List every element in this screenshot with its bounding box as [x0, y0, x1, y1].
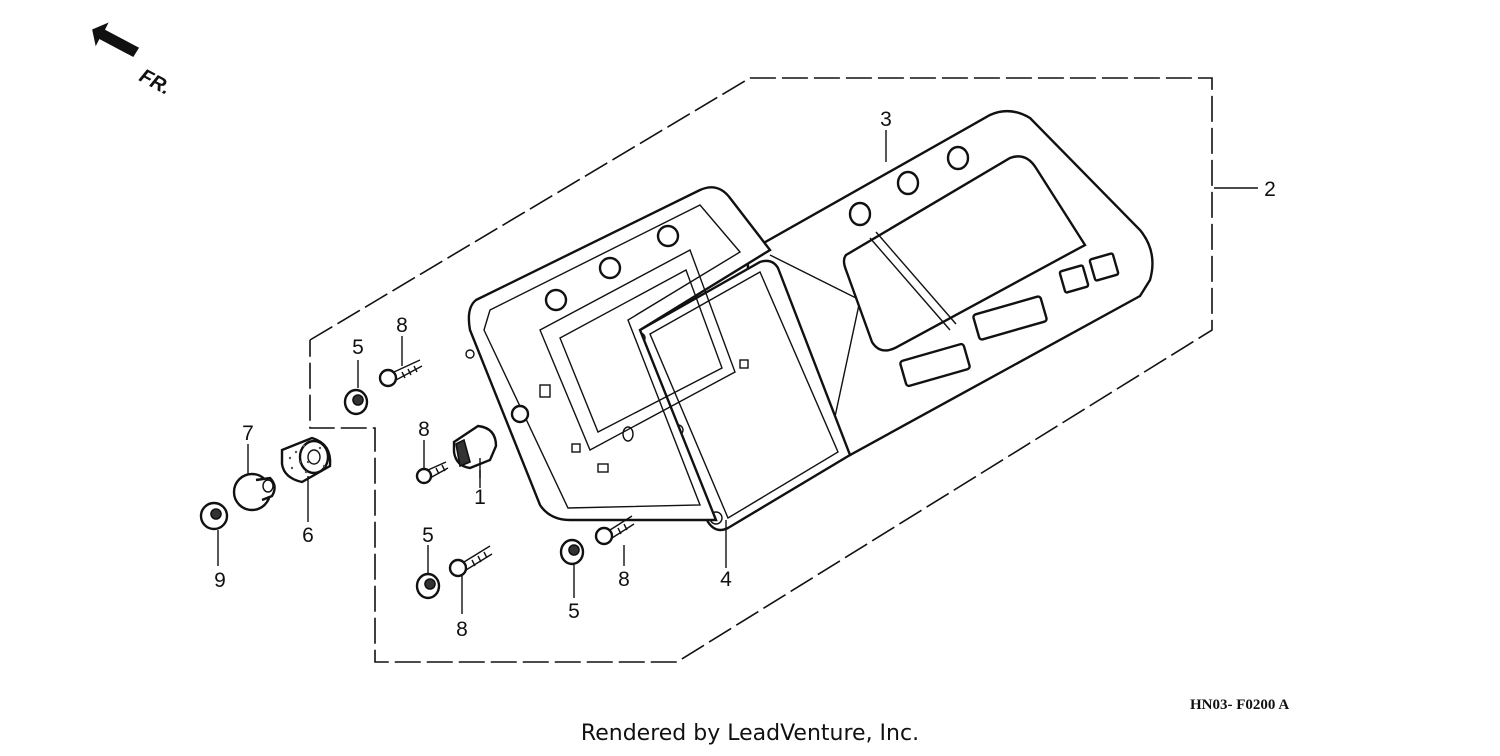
collar-part	[232, 472, 276, 512]
rubber-mount-part	[280, 436, 332, 484]
callout-8-middle: 8	[418, 418, 430, 441]
grommet-part-top	[343, 388, 369, 416]
callout-6: 6	[302, 524, 314, 547]
callout-5-lower-right: 5	[568, 600, 580, 623]
callout-5-lower-left: 5	[422, 524, 434, 547]
callout-8-lower-left: 8	[456, 618, 468, 641]
callout-3: 3	[880, 108, 892, 131]
callout-2: 2	[1264, 178, 1276, 201]
screw-part-lower-left	[448, 545, 493, 578]
grommet-part-lower-left	[415, 572, 441, 600]
nut-part	[199, 501, 229, 531]
meter-case-cover-part	[744, 110, 1154, 461]
callout-7: 7	[242, 422, 254, 445]
leader-lines	[217, 130, 1258, 614]
callout-8-lower-right: 8	[618, 568, 630, 591]
assembly-boundary	[309, 77, 1213, 663]
callout-8-top: 8	[396, 314, 408, 337]
callout-5-top: 5	[352, 336, 364, 359]
screw-part-top	[378, 359, 423, 388]
front-direction-arrow-icon: FR.	[92, 22, 175, 100]
render-credit: Rendered by LeadVenture, Inc.	[581, 721, 919, 746]
callout-9: 9	[214, 569, 226, 592]
front-direction-label: FR.	[136, 65, 175, 100]
meter-body-part	[465, 186, 772, 522]
screw-part-middle	[415, 461, 449, 485]
grommet-part-lower-right	[559, 538, 585, 566]
figure-code: HN03- F0200 A	[1190, 697, 1289, 713]
callout-1: 1	[474, 486, 486, 509]
connector-part	[452, 424, 498, 478]
screw-part-lower-right	[594, 515, 635, 546]
callout-4: 4	[720, 568, 732, 591]
